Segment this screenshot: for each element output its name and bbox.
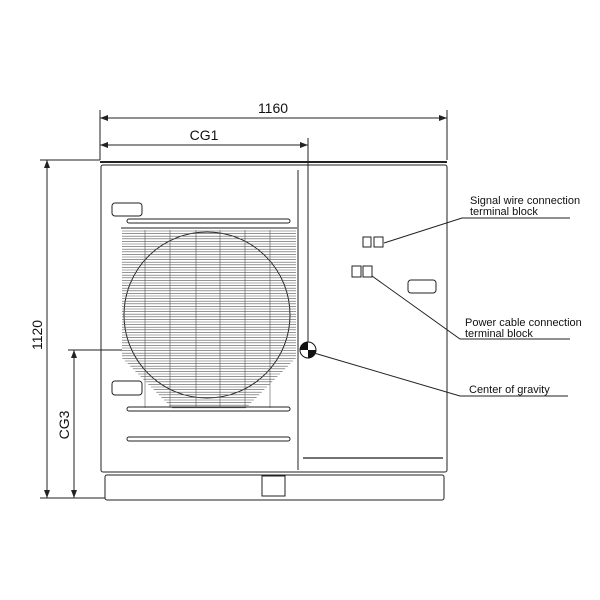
height-dimension: 1120 <box>29 159 105 499</box>
base-square <box>261 475 286 497</box>
signal-terminal-block <box>362 236 384 248</box>
cog-leader <box>313 352 568 397</box>
unit-body <box>100 161 448 501</box>
signal-label-2: terminal block <box>470 206 538 218</box>
cg3-dimension: CG3 <box>56 349 122 498</box>
power-terminal-block <box>351 265 373 278</box>
cg1-label: CG1 <box>190 127 219 143</box>
width-label: 1160 <box>258 100 288 116</box>
width-dimension: 1160 <box>99 100 448 160</box>
handle-right <box>407 279 437 294</box>
power-label-1: Power cable connection <box>465 317 582 329</box>
cog-label: Center of gravity <box>469 384 550 396</box>
handle-bottom-left <box>111 380 143 396</box>
cg3-label: CG3 <box>56 410 72 439</box>
signal-leader <box>383 217 570 244</box>
height-label: 1120 <box>29 320 45 350</box>
center-of-gravity-symbol <box>299 341 317 359</box>
power-label-2: terminal block <box>465 328 533 340</box>
handle-top-left <box>111 202 143 217</box>
fan-grille <box>121 227 297 409</box>
cg1-dimension: CG1 <box>100 127 309 350</box>
power-leader <box>371 275 570 340</box>
signal-label-1: Signal wire connection <box>470 195 580 207</box>
